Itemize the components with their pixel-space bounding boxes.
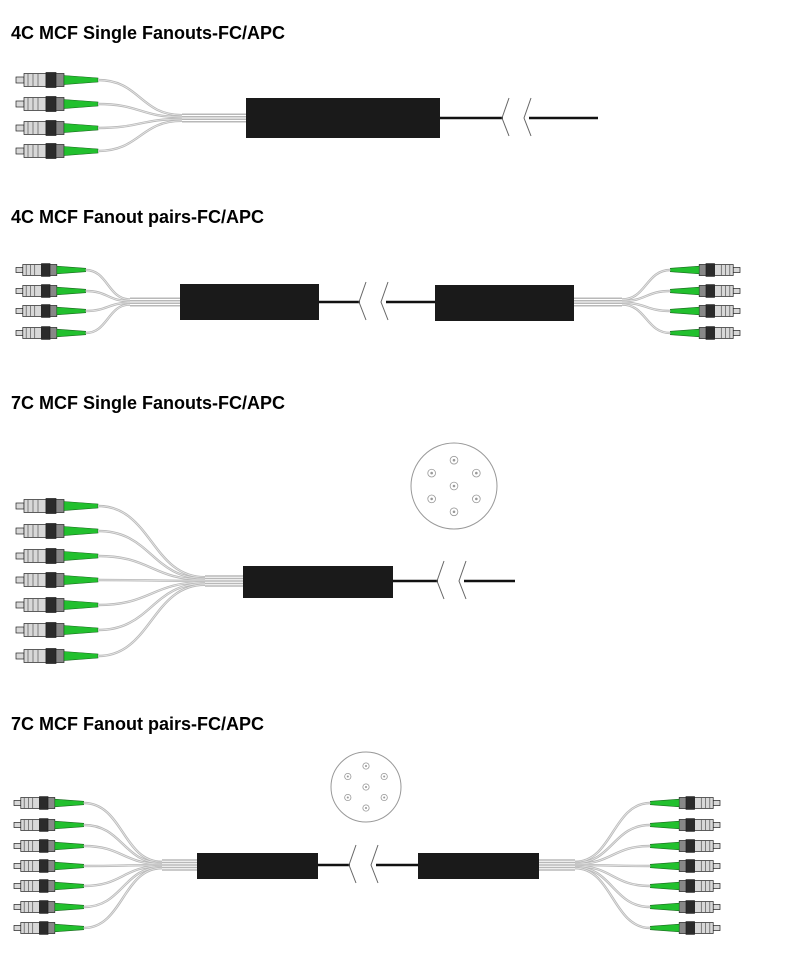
fc-apc-connector-icon bbox=[13, 818, 84, 832]
fc-apc-connector-icon bbox=[649, 818, 721, 832]
fanout-body bbox=[180, 284, 319, 320]
fanout-body bbox=[418, 853, 539, 879]
core-icon bbox=[344, 772, 352, 781]
core-icon bbox=[449, 455, 459, 465]
fc-apc-connector-icon bbox=[669, 263, 741, 277]
fc-apc-connector-icon bbox=[15, 284, 86, 298]
fc-apc-connector-icon bbox=[15, 622, 99, 638]
fc-apc-connector-icon bbox=[15, 548, 99, 564]
assembly-4c-fanout-pair bbox=[15, 263, 741, 340]
core-icon bbox=[449, 507, 459, 517]
fc-apc-connector-icon bbox=[15, 523, 99, 539]
fc-apc-connector-icon bbox=[669, 284, 741, 298]
core-icon bbox=[427, 494, 436, 504]
fc-apc-connector-icon bbox=[15, 143, 99, 159]
section-title-7c-pairs: 7C MCF Fanout pairs-FC/APC bbox=[11, 714, 265, 734]
fc-apc-connector-icon bbox=[15, 263, 86, 277]
mcf-cross-section-icon bbox=[330, 751, 402, 823]
fc-apc-connector-icon bbox=[669, 326, 741, 340]
fanout-body bbox=[435, 285, 574, 321]
fc-apc-connector-icon bbox=[15, 304, 86, 318]
cable-break-icon bbox=[436, 560, 467, 600]
fc-apc-connector-icon bbox=[15, 572, 99, 588]
core-icon bbox=[427, 468, 436, 478]
core-icon bbox=[472, 494, 481, 504]
cable-break-icon bbox=[501, 97, 532, 137]
mcf-cross-section-icon bbox=[410, 442, 498, 530]
fc-apc-connector-icon bbox=[649, 859, 721, 873]
fc-apc-connector-icon bbox=[13, 900, 84, 914]
cable-break-icon bbox=[358, 281, 389, 321]
core-icon bbox=[362, 762, 370, 770]
fanout-body bbox=[246, 98, 440, 138]
fc-apc-connector-icon bbox=[15, 648, 99, 664]
fc-apc-connector-icon bbox=[649, 879, 721, 893]
core-icon bbox=[344, 793, 352, 802]
cable-break-icon bbox=[348, 844, 379, 884]
section-title-4c-single: 4C MCF Single Fanouts-FC/APC bbox=[11, 23, 285, 43]
fc-apc-connector-icon bbox=[15, 96, 99, 112]
fanout-body bbox=[243, 566, 393, 598]
core-icon bbox=[362, 783, 370, 791]
assembly-7c-fanout-pair bbox=[13, 751, 721, 935]
assembly-7c-single-fanout bbox=[15, 442, 515, 664]
core-icon bbox=[449, 481, 459, 491]
section-title-7c-single: 7C MCF Single Fanouts-FC/APC bbox=[11, 393, 285, 413]
fc-apc-connector-icon bbox=[15, 72, 99, 88]
fc-apc-connector-icon bbox=[15, 326, 86, 340]
core-icon bbox=[472, 468, 481, 478]
fc-apc-connector-icon bbox=[15, 597, 99, 613]
fc-apc-connector-icon bbox=[15, 120, 99, 136]
fc-apc-connector-icon bbox=[649, 796, 721, 810]
core-icon bbox=[380, 772, 388, 781]
core-icon bbox=[362, 804, 370, 812]
fc-apc-connector-icon bbox=[13, 839, 84, 853]
fc-apc-connector-icon bbox=[649, 900, 721, 914]
core-icon bbox=[380, 793, 388, 802]
fc-apc-connector-icon bbox=[669, 304, 741, 318]
fc-apc-connector-icon bbox=[649, 839, 721, 853]
section-title-4c-pairs: 4C MCF Fanout pairs-FC/APC bbox=[11, 207, 265, 227]
fanout-body bbox=[197, 853, 318, 879]
fc-apc-connector-icon bbox=[15, 498, 99, 514]
fc-apc-connector-icon bbox=[13, 879, 84, 893]
fc-apc-connector-icon bbox=[649, 921, 721, 935]
fc-apc-connector-icon bbox=[13, 921, 84, 935]
fc-apc-connector-icon bbox=[13, 859, 84, 873]
assembly-4c-single-fanout bbox=[15, 72, 598, 159]
fc-apc-connector-icon bbox=[13, 796, 84, 810]
